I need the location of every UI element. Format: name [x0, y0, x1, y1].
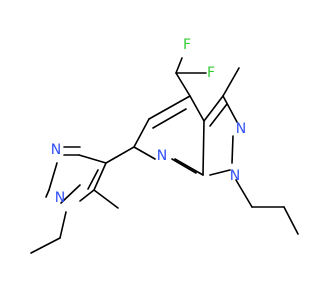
pyridine-nitrogen-label: N [157, 148, 167, 164]
bond [174, 158, 204, 176]
bond [189, 95, 205, 122]
bond [93, 162, 107, 191]
molecule-structure: F F N N N N N [30, 37, 299, 254]
bond [222, 95, 238, 123]
bond [231, 135, 234, 164]
bond [59, 211, 67, 239]
bond [235, 179, 253, 208]
bond [60, 184, 81, 204]
bond [171, 158, 197, 174]
bond [222, 67, 240, 97]
pyrazole-nitrogen-1-label: N [230, 168, 240, 184]
fluorine-label-right: F [207, 65, 215, 81]
bond [203, 95, 224, 122]
bond [283, 206, 299, 235]
bond [30, 237, 61, 254]
bond [209, 103, 228, 127]
bond [202, 120, 205, 176]
bond [48, 162, 58, 191]
side-pyrazole-nitrogen-2-label: N [51, 142, 61, 158]
bond [133, 146, 156, 160]
bond-lines [30, 57, 299, 254]
molecule-diagram: F F N N N N N [30, 37, 299, 254]
fluorine-label-top: F [183, 37, 191, 53]
atom-labels: F F N N N N N [51, 37, 246, 206]
bond [148, 95, 191, 120]
pyrazole-nitrogen-2-label: N [236, 121, 246, 137]
bond [93, 189, 119, 209]
bond [79, 189, 95, 202]
bond [152, 108, 187, 129]
bond [78, 154, 107, 164]
bond [175, 57, 183, 74]
side-pyrazole-nitrogen-1-label: N [55, 190, 65, 206]
bond [105, 146, 135, 164]
bond [45, 189, 50, 198]
bond [87, 169, 99, 190]
bond [209, 169, 231, 176]
bond [175, 72, 191, 97]
bond [133, 118, 150, 148]
